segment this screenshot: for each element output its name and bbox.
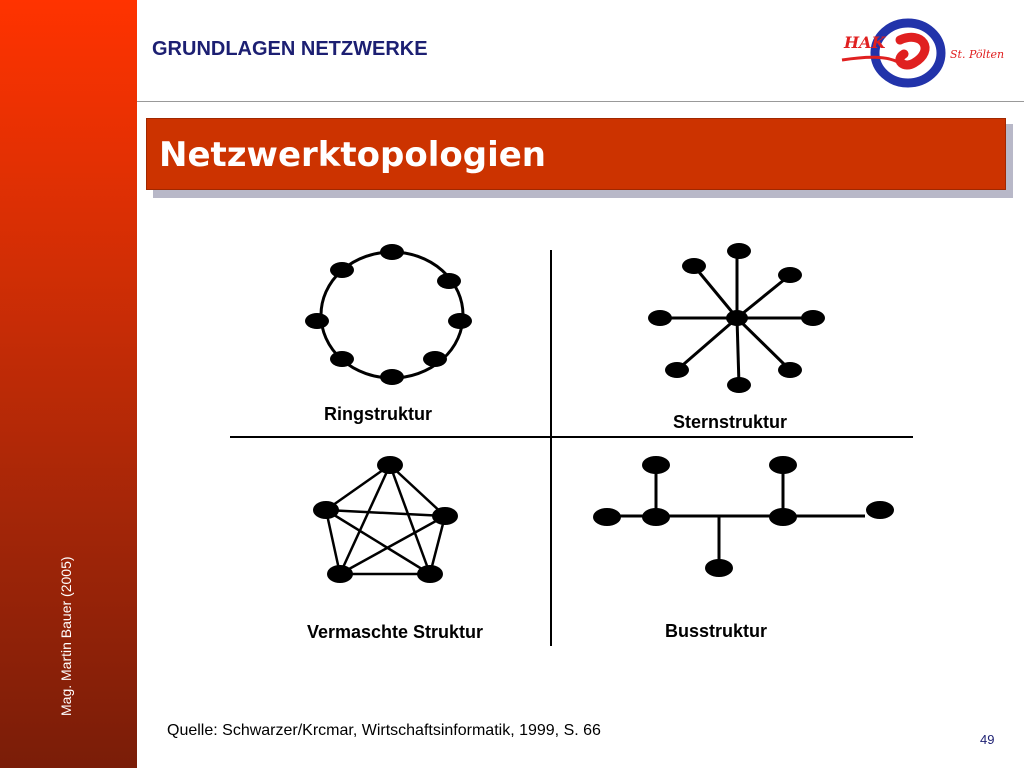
bus-topology	[593, 456, 894, 577]
slide-title: Netzwerktopologien	[159, 135, 546, 175]
mesh-label: Vermaschte Struktur	[307, 622, 483, 642]
source-citation: Quelle: Schwarzer/Krcmar, Wirtschaftsinf…	[167, 722, 601, 739]
star-topology	[648, 243, 825, 393]
header-divider	[137, 101, 1024, 102]
ring-topology	[305, 244, 472, 385]
title-bar: Netzwerktopologien	[146, 118, 1006, 190]
mesh-topology	[313, 456, 458, 583]
sidebar: Mag. Martin Bauer (2005)	[0, 0, 137, 768]
bus-label: Busstruktur	[665, 621, 767, 641]
page-number: 49	[980, 732, 995, 747]
logo-text-right: St. Pölten	[950, 48, 1004, 61]
school-logo: HAK St. Pölten	[841, 18, 1004, 88]
author-credit: Mag. Martin Bauer (2005)	[58, 556, 74, 716]
star-label: Sternstruktur	[673, 412, 787, 432]
logo-text-left: HAK	[843, 33, 887, 52]
topology-diagram: Ringstruktur Sternstruktur	[230, 243, 913, 646]
section-title: GRUNDLAGEN NETZWERKE	[152, 38, 428, 60]
ring-label: Ringstruktur	[324, 404, 432, 424]
